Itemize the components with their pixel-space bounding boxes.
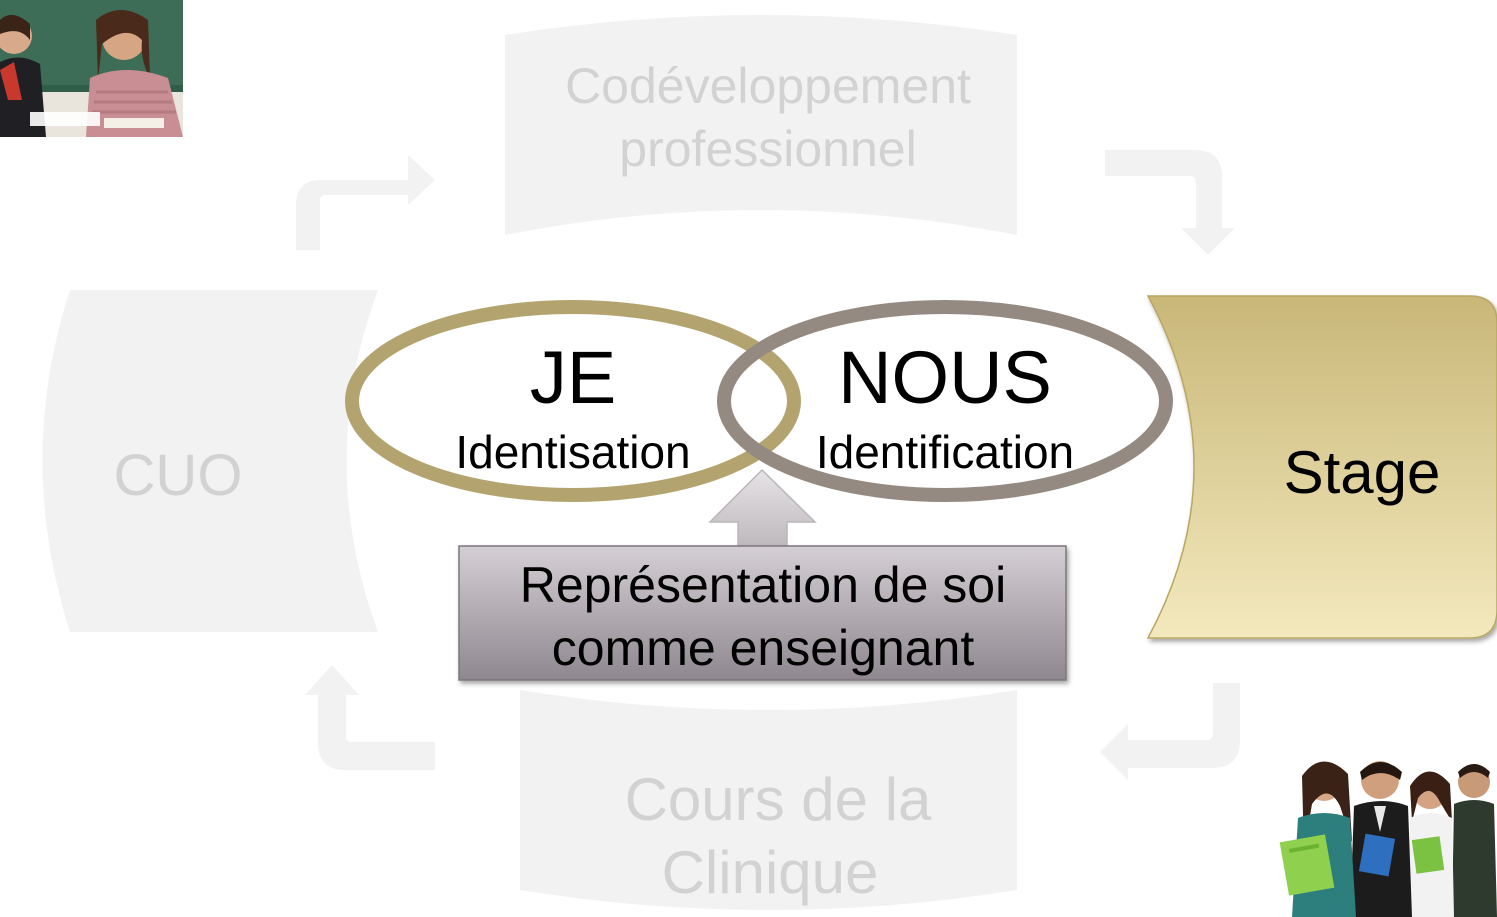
node-codeveloppement: Codéveloppement professionnel <box>505 15 1017 235</box>
cycle-arrow-bottom-left <box>305 665 435 770</box>
je-subtitle: Identisation <box>455 426 690 478</box>
node-stage-label: Stage <box>1284 439 1441 506</box>
je-ellipse <box>345 300 801 502</box>
node-cuo: CUO <box>42 290 378 632</box>
node-cours-clinique: Cours de la Clinique <box>520 690 1017 910</box>
node-cuo-label: CUO <box>114 443 243 508</box>
photo-students-group <box>1262 742 1497 917</box>
node-cours-clinique-line2: Clinique <box>662 839 879 906</box>
cycle-arrow-top-right <box>1105 150 1235 255</box>
up-arrow <box>708 468 817 549</box>
representation-line2: comme enseignant <box>552 620 975 676</box>
representation-box: Représentation de soi comme enseignant <box>458 545 1067 681</box>
nous-title: NOUS <box>838 336 1052 419</box>
photo-teachers-at-desk <box>0 0 183 137</box>
cycle-arrow-top-left <box>296 155 435 250</box>
nous-subtitle: Identification <box>816 426 1074 478</box>
representation-line1: Représentation de soi <box>520 557 1006 613</box>
node-codeveloppement-line1: Codéveloppement <box>565 58 971 114</box>
node-codeveloppement-line2: professionnel <box>619 121 916 177</box>
node-stage: Stage <box>1146 295 1497 639</box>
nous-ellipse <box>717 300 1173 502</box>
je-title: JE <box>530 336 616 419</box>
cycle-arrow-bottom-right <box>1100 683 1240 780</box>
node-cours-clinique-line1: Cours de la <box>625 766 932 833</box>
